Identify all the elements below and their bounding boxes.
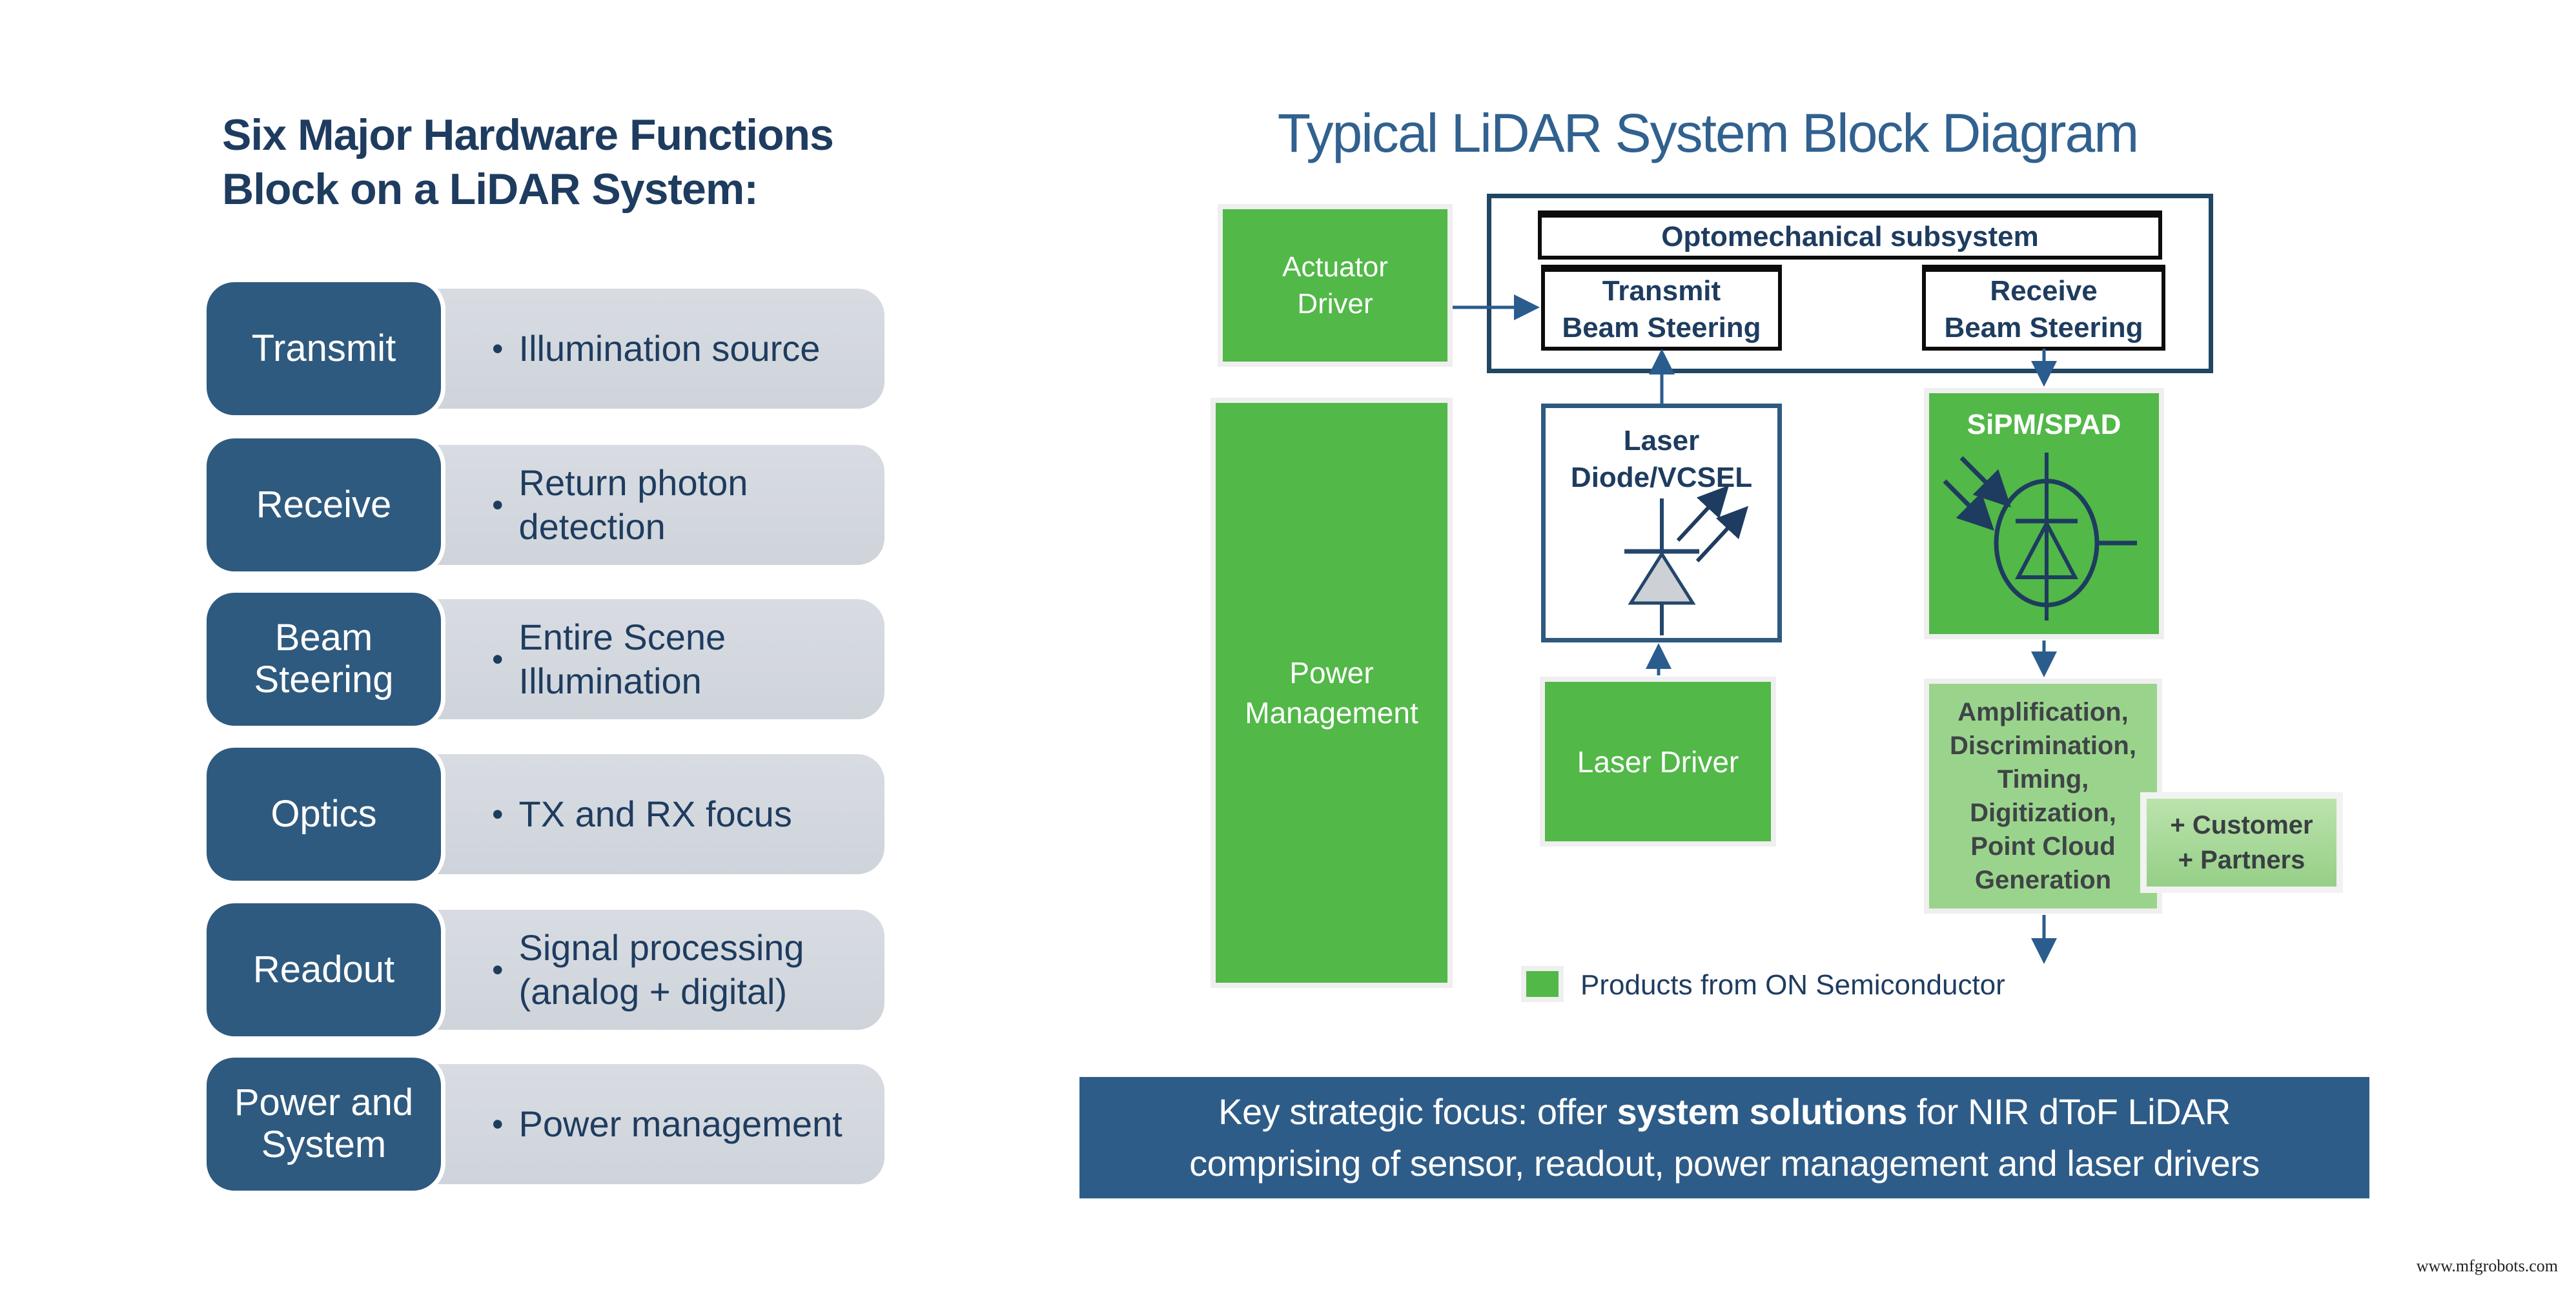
row-label-beam-steering: Beam Steering bbox=[202, 588, 445, 730]
laser-diode-vcsel-block: Laser Diode/VCSEL bbox=[1541, 404, 1782, 642]
readout-chain-label: Amplification, Discrimination, Timing, D… bbox=[1929, 684, 2157, 908]
row-description: • Signal processing (analog + digital) bbox=[492, 899, 873, 1041]
bullet-icon: • bbox=[492, 641, 504, 677]
left-panel-title: Six Major Hardware Functions Block on a … bbox=[222, 110, 834, 214]
receive-beam-steering-box: Receive Beam Steering bbox=[1922, 265, 2165, 351]
actuator-driver-label: Actuator Driver bbox=[1223, 209, 1447, 362]
row-description-text: Entire Scene Illumination bbox=[518, 616, 726, 701]
power-management-label: Power Management bbox=[1216, 403, 1447, 983]
row-description-text: Illumination source bbox=[518, 327, 821, 369]
row-label-optics: Optics bbox=[202, 743, 445, 885]
row-description: • Entire Scene Illumination bbox=[492, 588, 873, 730]
row-label-transmit: Transmit bbox=[202, 278, 445, 420]
row-description: • Illumination source bbox=[492, 278, 873, 420]
row-description: • Return photon detection bbox=[492, 434, 873, 576]
bullet-icon: • bbox=[492, 486, 504, 523]
key-focus-banner: Key strategic focus: offer system soluti… bbox=[1079, 1077, 2369, 1198]
banner-line2: comprising of sensor, readout, power man… bbox=[1189, 1143, 2260, 1184]
sipm-spad-label: SiPM/SPAD bbox=[1967, 409, 2121, 440]
banner-line1: Key strategic focus: offer system soluti… bbox=[1218, 1086, 2231, 1138]
row-description-text: Signal processing (analog + digital) bbox=[518, 927, 804, 1012]
footer-url: www.mfgrobots.com bbox=[2416, 1256, 2558, 1275]
row-label-power-system: Power and System bbox=[202, 1053, 445, 1195]
legend-label: Products from ON Semiconductor bbox=[1580, 969, 2005, 1001]
row-label-readout: Readout bbox=[202, 899, 445, 1041]
photodiode-icon bbox=[1943, 453, 2137, 620]
bullet-icon: • bbox=[492, 951, 504, 988]
power-management-block: Power Management bbox=[1211, 398, 1453, 988]
bullet-icon: • bbox=[492, 1105, 504, 1142]
bullet-icon: • bbox=[492, 330, 504, 367]
laser-driver-label: Laser Driver bbox=[1545, 682, 1771, 841]
laser-diode-icon bbox=[1624, 485, 1749, 635]
banner-line1-pre: Key strategic focus: offer bbox=[1218, 1091, 1617, 1133]
banner-line1-bold: system solutions bbox=[1617, 1091, 1908, 1133]
row-label-receive: Receive bbox=[202, 434, 445, 576]
actuator-driver-block: Actuator Driver bbox=[1218, 204, 1453, 367]
customer-partners-label: + Customer + Partners bbox=[2147, 799, 2336, 887]
row-description: • TX and RX focus bbox=[492, 743, 873, 885]
optomechanical-container: Optomechanical subsystem Transmit Beam S… bbox=[1487, 194, 2213, 373]
sipm-spad-fill: SiPM/SPAD bbox=[1929, 393, 2159, 634]
laser-driver-block: Laser Driver bbox=[1540, 677, 1776, 846]
customer-partners-block: + Customer + Partners bbox=[2140, 792, 2343, 893]
readout-chain-block: Amplification, Discrimination, Timing, D… bbox=[1924, 679, 2162, 914]
row-description: • Power management bbox=[492, 1053, 873, 1195]
bullet-icon: • bbox=[492, 795, 504, 832]
row-description-text: Power management bbox=[518, 1103, 843, 1144]
legend-swatch-color bbox=[1526, 971, 1559, 997]
legend-swatch bbox=[1521, 966, 1564, 1002]
optomechanical-subsystem-box: Optomechanical subsystem bbox=[1538, 210, 2162, 260]
banner-line1-post: for NIR dToF LiDAR bbox=[1906, 1091, 2231, 1133]
row-description-text: Return photon detection bbox=[518, 462, 748, 547]
row-description-text: TX and RX focus bbox=[518, 793, 792, 834]
transmit-beam-steering-box: Transmit Beam Steering bbox=[1541, 265, 1782, 351]
sipm-spad-block: SiPM/SPAD bbox=[1924, 388, 2164, 639]
diagram-title: Typical LiDAR System Block Diagram bbox=[1277, 103, 2139, 163]
